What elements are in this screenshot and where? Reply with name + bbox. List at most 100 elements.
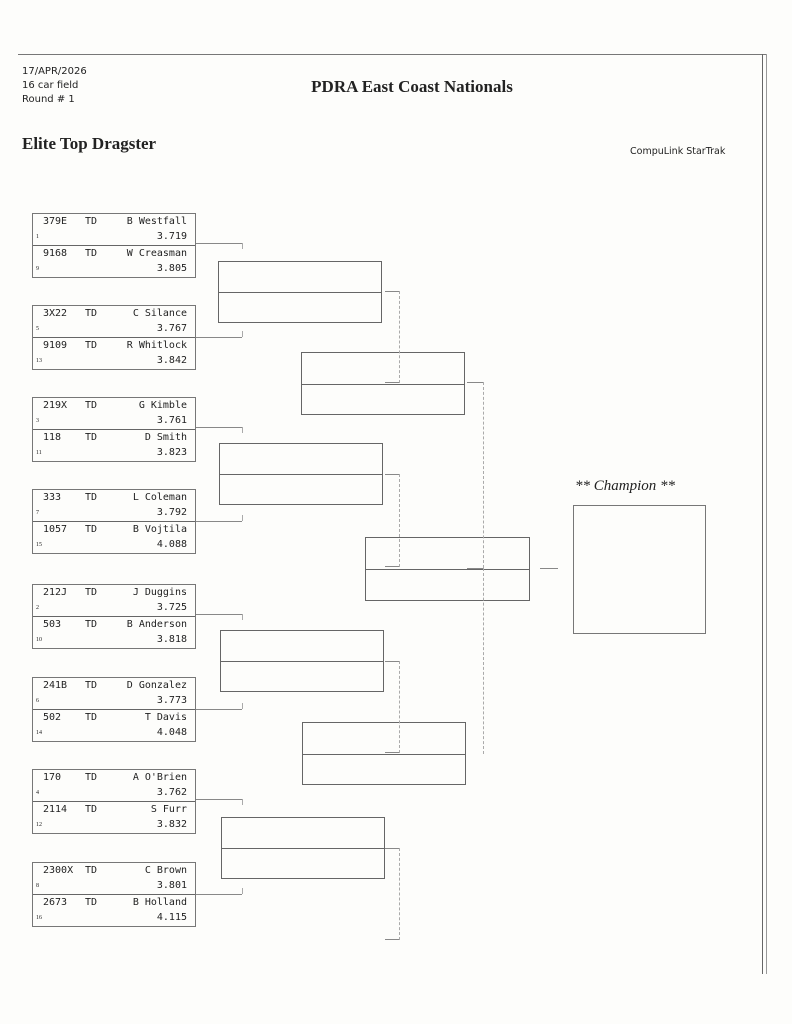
field-size: 16 car field: [22, 80, 79, 91]
round-two-slot: [219, 443, 383, 505]
driver-name: B Anderson: [126, 619, 187, 630]
car-number: 2673: [43, 897, 68, 908]
bracket-connector: [399, 848, 400, 940]
car-number: 379E: [43, 216, 68, 227]
class-code: TD: [85, 712, 98, 723]
car-number: 502: [43, 712, 62, 723]
car-number: 503: [43, 619, 62, 630]
round-two-slot: [221, 817, 385, 879]
bracket-connector: [385, 382, 399, 383]
top-rule: [18, 54, 766, 55]
elapsed-time: 3.823: [156, 447, 187, 458]
class-code: TD: [85, 897, 98, 908]
bracket-connector-tick: [242, 427, 243, 433]
driver-name: S Furr: [150, 804, 187, 815]
bracket-connector: [196, 427, 242, 428]
event-date: 17/APR/2026: [22, 66, 87, 77]
elapsed-time: 3.832: [156, 819, 187, 830]
right-rule: [762, 54, 763, 974]
seed-number: 4: [36, 790, 39, 796]
car-number: 118: [43, 432, 62, 443]
bracket-connector: [385, 752, 399, 753]
elapsed-time: 3.792: [156, 507, 187, 518]
champion-label: ** Champion **: [575, 478, 676, 494]
driver-name: C Brown: [144, 865, 187, 876]
driver-name: A O'Brien: [132, 772, 187, 783]
car-number: 2300X: [43, 865, 74, 876]
bracket-connector: [399, 661, 400, 753]
bracket-connector: [196, 799, 242, 800]
class-code: TD: [85, 340, 98, 351]
bracket-connector: [385, 566, 399, 567]
seed-number: 8: [36, 883, 39, 889]
driver-name: L Coleman: [132, 492, 187, 503]
car-number: 241B: [43, 680, 68, 691]
seed-number: 9: [36, 266, 39, 272]
driver-name: T Davis: [144, 712, 187, 723]
class-code: TD: [85, 432, 98, 443]
seed-number: 7: [36, 510, 39, 516]
bracket-connector-tick: [242, 243, 243, 249]
round-two-slot: [218, 261, 382, 323]
class-code: TD: [85, 400, 98, 411]
bracket-connector-tick: [242, 614, 243, 620]
event-title: PDRA East Coast Nationals: [311, 77, 513, 96]
class-code: TD: [85, 524, 98, 535]
seed-number: 10: [36, 637, 42, 643]
seed-number: 2: [36, 605, 39, 611]
bracket-connector-tick: [242, 703, 243, 709]
class-code: TD: [85, 772, 98, 783]
seed-number: 15: [36, 542, 42, 548]
elapsed-time: 3.818: [156, 634, 187, 645]
seed-number: 6: [36, 698, 39, 704]
elapsed-time: 3.762: [156, 787, 187, 798]
bracket-connector: [467, 382, 483, 383]
semifinal-slot: [301, 352, 465, 415]
bracket-connector: [483, 382, 484, 568]
car-number: 212J: [43, 587, 68, 598]
driver-name: W Creasman: [126, 248, 187, 259]
class-code: TD: [85, 587, 98, 598]
class-code: TD: [85, 865, 98, 876]
car-number: 1057: [43, 524, 68, 535]
bracket-entry: 333 TD L Coleman 3.792 7: [33, 490, 195, 521]
bracket-connector: [540, 568, 558, 569]
elapsed-time: 3.761: [156, 415, 187, 426]
bracket-connector: [385, 848, 399, 849]
bracket-connector-tick: [242, 799, 243, 805]
elapsed-time: 3.805: [156, 263, 187, 274]
final-slot: [365, 537, 530, 601]
bracket-connector: [196, 337, 242, 338]
bracket-connector: [196, 614, 242, 615]
champion-box: [573, 505, 706, 634]
class-code: TD: [85, 492, 98, 503]
driver-name: D Gonzalez: [126, 680, 187, 691]
elapsed-time: 4.115: [156, 912, 187, 923]
bracket-connector-tick: [242, 515, 243, 521]
seed-number: 14: [36, 730, 42, 736]
bracket-entry: 2300X TD C Brown 3.801 8: [33, 863, 195, 894]
bracket-connector: [196, 243, 242, 244]
elapsed-time: 4.088: [156, 539, 187, 550]
car-number: 219X: [43, 400, 68, 411]
driver-name: C Silance: [132, 308, 187, 319]
elapsed-time: 3.801: [156, 880, 187, 891]
driver-name: D Smith: [144, 432, 187, 443]
car-number: 333: [43, 492, 62, 503]
seed-number: 1: [36, 234, 39, 240]
car-number: 2114: [43, 804, 68, 815]
bracket-connector: [399, 291, 400, 383]
bracket-connector: [196, 709, 242, 710]
seed-number: 16: [36, 915, 42, 921]
